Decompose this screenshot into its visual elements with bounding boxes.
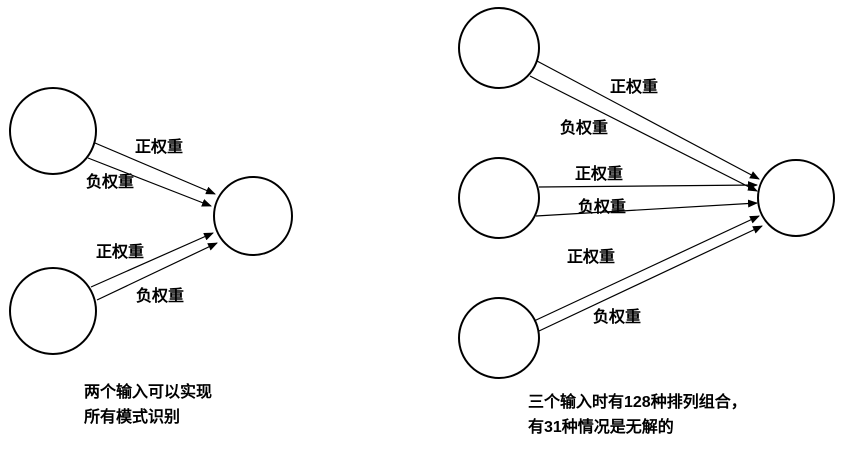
- right-edge-top-negative-arrow: [529, 75, 758, 192]
- right-edge-bottom-positive-arrow: [533, 215, 760, 322]
- left-edge-bottom-positive-label: 正权重: [96, 242, 144, 261]
- left-caption-line-1: 两个输入可以实现: [84, 382, 212, 401]
- right-caption-line-2: 有31种情况是无解的: [528, 417, 674, 436]
- right-edge-bottom-positive-label: 正权重: [567, 247, 615, 266]
- right-edge-bottom-negative-arrow: [538, 225, 763, 332]
- left-edge-top-negative-arrow: [87, 157, 212, 207]
- right-input-node-bottom: [458, 297, 540, 379]
- right-edge-top-positive-label: 正权重: [610, 77, 658, 96]
- right-edge-middle-negative-arrow: [535, 199, 758, 217]
- left-input-node-bottom: [9, 267, 97, 355]
- right-input-node-top: [458, 7, 540, 89]
- left-edge-bottom-positive-arrow: [90, 232, 214, 288]
- right-edge-middle-positive-label: 正权重: [575, 164, 623, 183]
- right-edge-middle-positive-arrow: [538, 181, 758, 190]
- right-input-node-middle: [458, 157, 540, 239]
- right-edge-bottom-negative-label: 负权重: [593, 307, 641, 326]
- left-edge-top-positive-label: 正权重: [135, 137, 183, 156]
- right-edge-top-positive-arrow: [536, 60, 760, 180]
- left-output-node: [213, 176, 293, 256]
- left-edge-bottom-negative-arrow: [96, 242, 218, 301]
- right-output-node: [757, 159, 835, 237]
- right-edge-middle-negative-label: 负权重: [578, 197, 626, 216]
- left-caption-line-2: 所有模式识别: [84, 407, 180, 426]
- right-caption-line-1: 三个输入时有128种排列组合，: [528, 392, 747, 411]
- right-edge-top-negative-label: 负权重: [560, 118, 608, 137]
- left-edge-top-positive-arrow: [94, 142, 216, 195]
- left-input-node-top: [9, 87, 97, 175]
- left-edge-top-negative-label: 负权重: [86, 172, 134, 191]
- left-edge-bottom-negative-label: 负权重: [136, 286, 184, 305]
